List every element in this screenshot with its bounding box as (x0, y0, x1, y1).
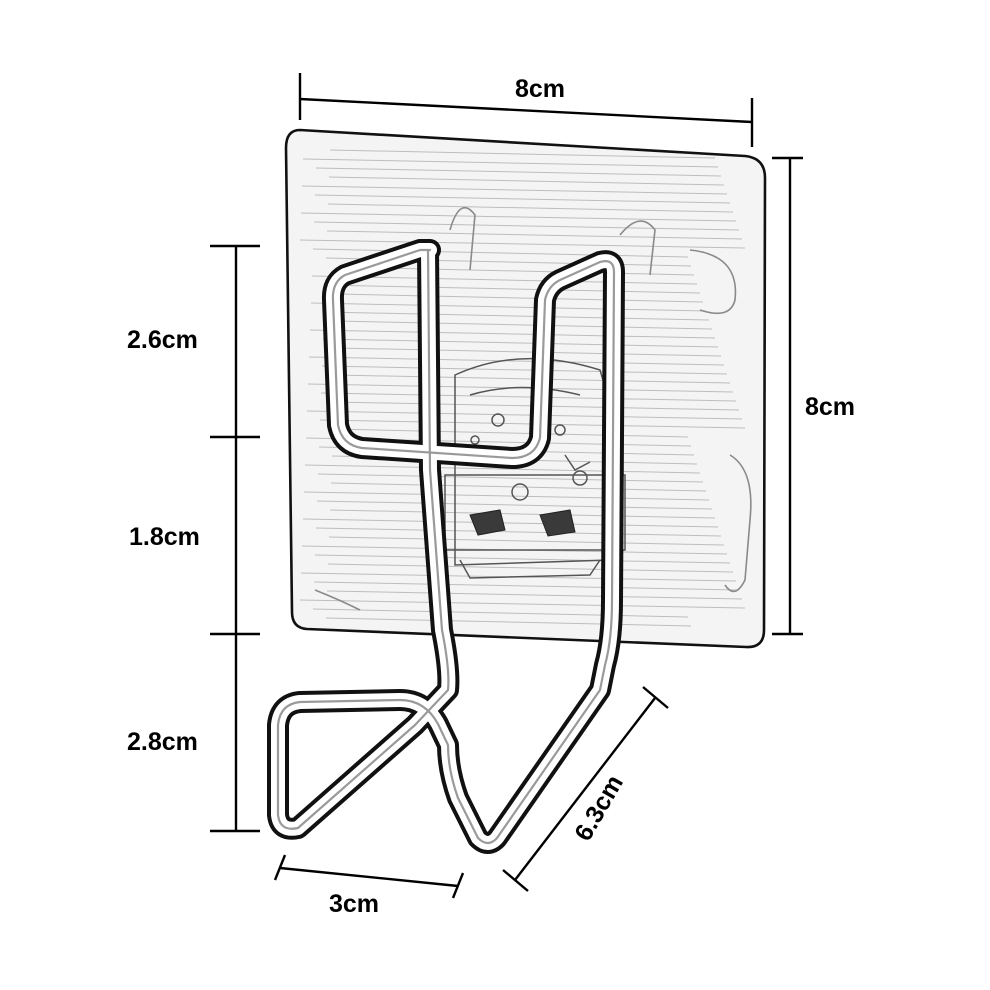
brushed-streak (299, 239, 746, 249)
brushed-streak (315, 167, 722, 177)
brushed-streak (322, 338, 719, 348)
brushed-streak (326, 590, 743, 600)
brushed-streak (313, 221, 740, 231)
brushed-streak (301, 185, 728, 195)
brushed-streak (314, 554, 731, 564)
wire-hook (267, 239, 625, 854)
brushed-streak (325, 617, 692, 627)
brushed-streak (326, 230, 743, 240)
brushed-streak (306, 410, 743, 420)
brushed-streak (312, 608, 689, 618)
brushed-streak (317, 473, 704, 483)
adhesive-panel (284, 128, 767, 649)
brushed-streak (310, 302, 707, 312)
brushed-streak (327, 563, 734, 573)
dimension-left-stack: 2.6cm 1.8cm 2.8cm (127, 244, 260, 833)
brushed-streak (329, 149, 716, 159)
brushed-streak (336, 320, 713, 330)
brushed-streak (332, 428, 689, 438)
brushed-streak (321, 365, 728, 375)
brushed-streak (309, 329, 716, 339)
dimension-right-height: 8cm (772, 156, 855, 636)
brushed-streak (330, 482, 707, 492)
brushed-streak (312, 248, 689, 258)
dimension-label-panel-width: 8cm (515, 75, 565, 103)
brushed-streak (329, 509, 716, 519)
brushed-streak (314, 194, 731, 204)
brushed-streak (328, 176, 725, 186)
dimension-bottom-width: 3cm (273, 854, 465, 918)
brushed-streak (323, 311, 710, 321)
brushed-streak (313, 581, 740, 591)
brushed-streak (315, 527, 722, 537)
dimension-label-lower-hook-width: 3cm (329, 890, 379, 918)
brushed-streak (324, 284, 701, 294)
brushed-streak (302, 158, 719, 168)
dimension-label-lower-hook: 2.8cm (127, 728, 198, 756)
dimension-label-hook-depth: 6.3cm (569, 770, 629, 845)
dimension-label-panel-height: 8cm (805, 393, 855, 421)
brushed-streak (335, 347, 722, 357)
brushed-streak (302, 518, 719, 528)
brushed-streak (304, 464, 701, 474)
brushed-texture (299, 149, 746, 627)
brushed-streak (337, 293, 704, 303)
brushed-streak (300, 212, 737, 222)
brushed-streak (320, 392, 737, 402)
dimension-label-middle: 1.8cm (129, 523, 200, 551)
brushed-streak (299, 599, 746, 609)
brushed-streak (303, 491, 710, 501)
brushed-streak (311, 275, 698, 285)
dimension-top-width: 8cm (298, 73, 754, 147)
brushed-streak (316, 500, 713, 510)
brushed-streak (308, 356, 725, 366)
wire-core-stroke (276, 248, 616, 845)
brushed-streak (327, 203, 734, 213)
brushed-streak (328, 536, 725, 546)
dimension-label-upper-hook: 2.6cm (127, 326, 198, 354)
